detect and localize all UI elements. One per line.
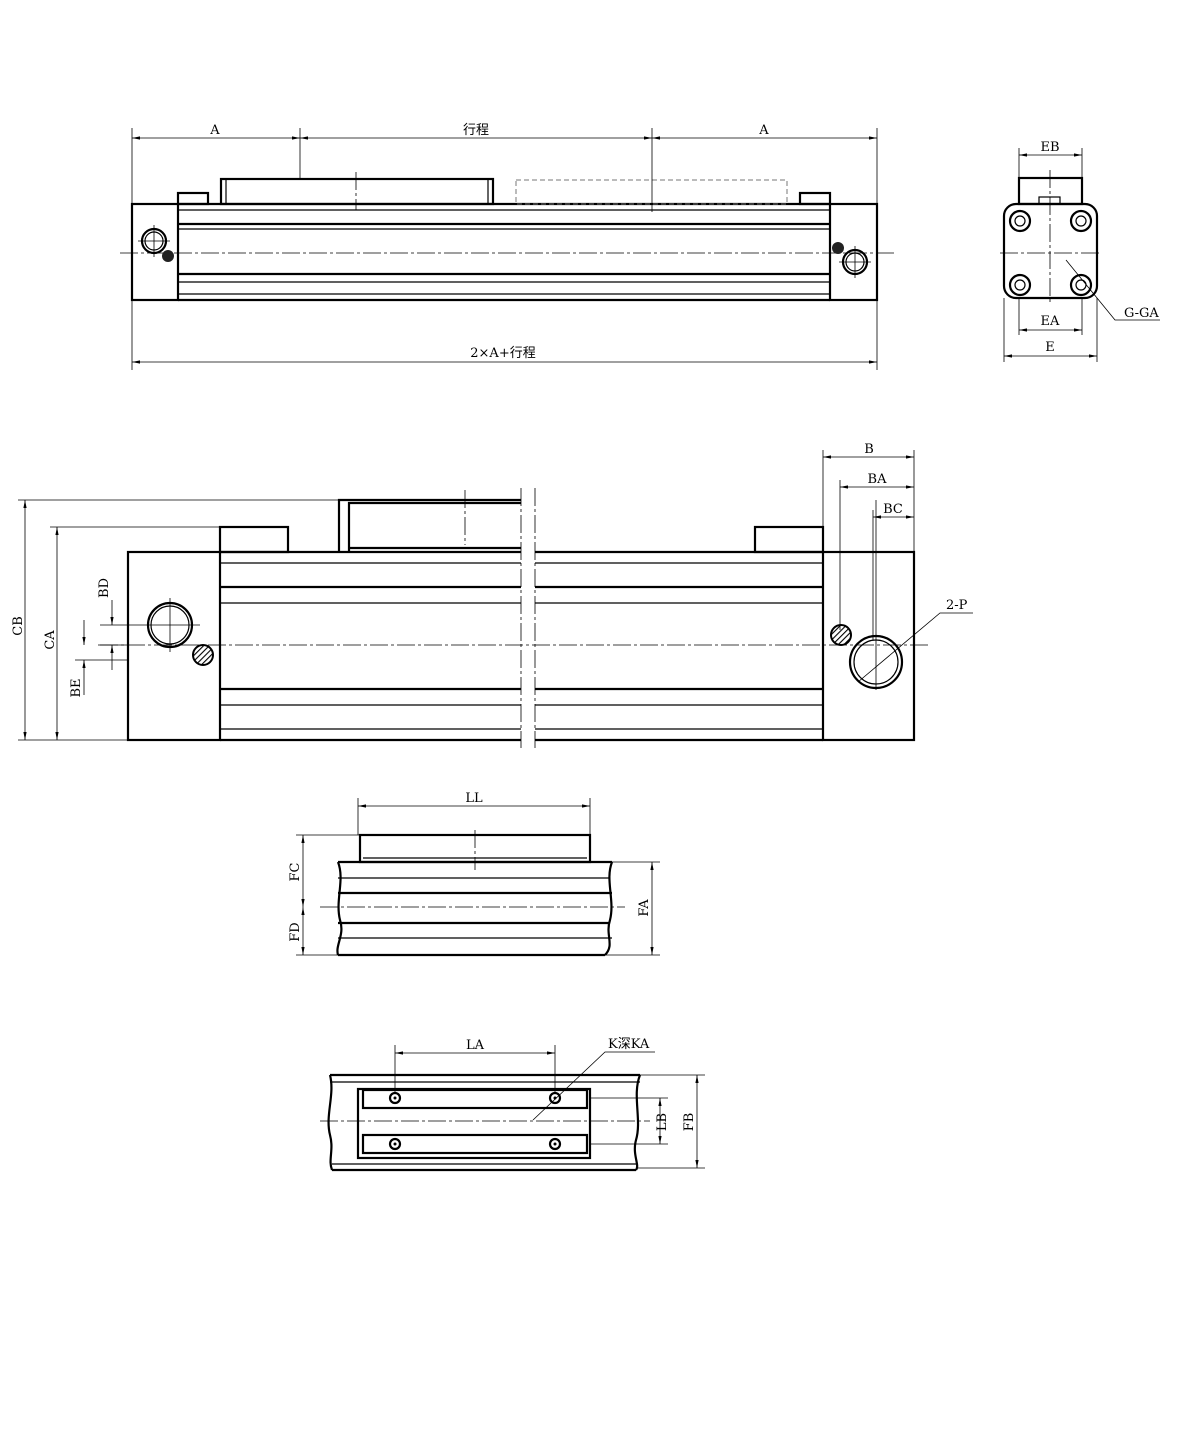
- top-detail-view: LA K深KA LB FB: [320, 1037, 705, 1172]
- screw-icon: [832, 242, 844, 254]
- hole-icon: [388, 1137, 402, 1151]
- bolt-icon: [1008, 209, 1032, 233]
- dim-fd: FD: [288, 922, 303, 941]
- dim-lb: LB: [655, 1113, 670, 1131]
- dim-fc: FC: [288, 862, 303, 881]
- dim-total-length: 2×A+行程: [470, 346, 535, 361]
- screw-icon: [830, 624, 852, 646]
- dim-2-p: 2-P: [946, 598, 968, 613]
- dim-a-left: A: [209, 123, 220, 138]
- screw-icon: [192, 644, 214, 666]
- dim-bd: BD: [97, 578, 112, 598]
- dim-cb: CB: [11, 616, 26, 636]
- dim-g-ga: G-GA: [1124, 306, 1159, 321]
- dim-fa: FA: [637, 899, 652, 917]
- slider-detail-view: LL FC FD FA: [288, 791, 660, 957]
- dim-b: B: [864, 442, 874, 457]
- dim-fb: FB: [682, 1113, 697, 1132]
- hole-icon: [548, 1137, 562, 1151]
- end-view: EB EA E G-GA: [1000, 140, 1160, 362]
- dim-a-right: A: [758, 123, 769, 138]
- dim-bc: BC: [883, 502, 903, 517]
- dim-ca: CA: [43, 630, 58, 650]
- dim-ll: LL: [465, 791, 483, 806]
- dim-ea: EA: [1041, 314, 1060, 329]
- hole-icon: [548, 1091, 562, 1105]
- dim-eb: EB: [1040, 140, 1059, 155]
- dim-be: BE: [69, 678, 84, 697]
- dim-e: E: [1045, 340, 1055, 355]
- detail-front-view: CB CA BD BE B BA BC 2-P: [11, 442, 973, 748]
- bolt-icon: [1008, 273, 1032, 297]
- dim-la: LA: [466, 1038, 485, 1053]
- dim-ba: BA: [868, 472, 888, 487]
- screw-icon: [162, 250, 174, 262]
- dim-stroke: 行程: [463, 123, 489, 138]
- dim-k-ka: K深KA: [608, 1037, 650, 1052]
- front-view: A 行程 A 2×A+行程: [120, 123, 895, 370]
- hole-icon: [388, 1091, 402, 1105]
- bolt-icon: [1069, 209, 1093, 233]
